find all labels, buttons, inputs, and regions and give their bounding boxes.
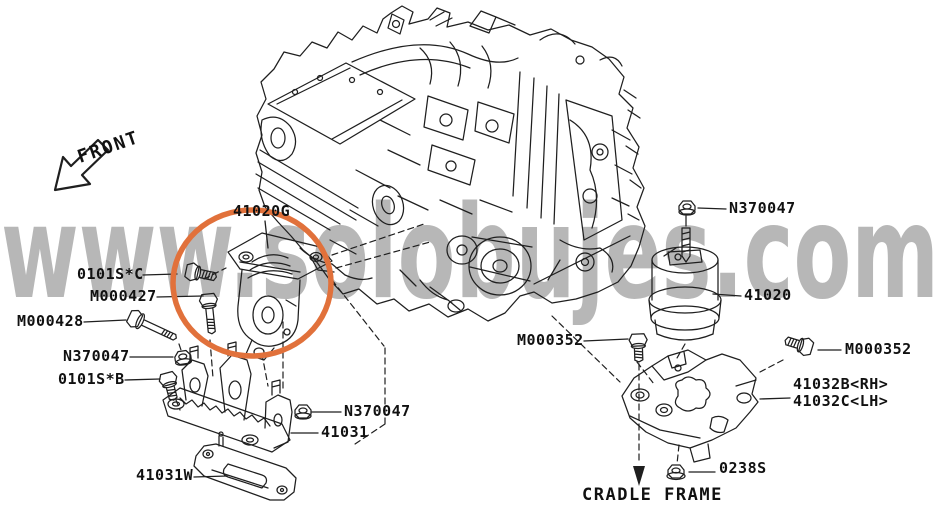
part-label-m000427: M000427 [90, 287, 157, 305]
front-arrow-icon [53, 138, 110, 192]
bracket-41031 [162, 341, 293, 453]
part-label-m000352-left: M000352 [517, 331, 584, 349]
part-label-0101s-c: 0101S*C [77, 265, 144, 283]
part-label-41031w: 41031W [136, 466, 194, 484]
front-label: FRONT [75, 127, 143, 168]
part-label-41031: 41031 [321, 423, 369, 441]
cradle-arrowhead-icon [633, 466, 645, 486]
part-label-n370047-left: N370047 [63, 347, 130, 365]
cradle-bracket-41032 [621, 349, 759, 463]
cradle-frame-label: CRADLE FRAME [582, 485, 723, 505]
watermark-text: www.solobujes.com [1, 179, 939, 328]
part-label-41020: 41020 [744, 286, 792, 304]
bolt-m000352-left [628, 333, 648, 363]
bolt-m000352-right [784, 336, 815, 357]
bolt-0101s-c [184, 262, 217, 282]
part-label-41032c-lh: 41032C<LH> [793, 392, 889, 410]
part-label-m000428: M000428 [17, 312, 84, 330]
nut-0238s [666, 464, 686, 481]
bolt-0101s-b [158, 370, 178, 401]
part-label-n370047-right: N370047 [729, 199, 796, 217]
nut-n370047-right [678, 200, 696, 216]
part-label-n370047-mid: N370047 [344, 402, 411, 420]
highlight-circle [170, 207, 334, 359]
part-label-41032b-rh: 41032B<RH> [793, 375, 889, 393]
nut-n370047-mid [294, 404, 312, 420]
engine-mount-41020g [227, 232, 333, 361]
bolt-m000428 [126, 309, 177, 341]
part-label-0238s: 0238S [719, 459, 767, 477]
part-label-0101s-b: 0101S*B [58, 370, 125, 388]
engine-line-art [255, 5, 646, 322]
part-label-41020g: 41020G [233, 202, 291, 220]
mount-41020 [648, 215, 722, 341]
bolt-m000427 [198, 292, 218, 335]
leader-lines [83, 207, 842, 478]
part-label-m000352-right: M000352 [845, 340, 912, 358]
spacer-plate-41031w [193, 431, 297, 501]
